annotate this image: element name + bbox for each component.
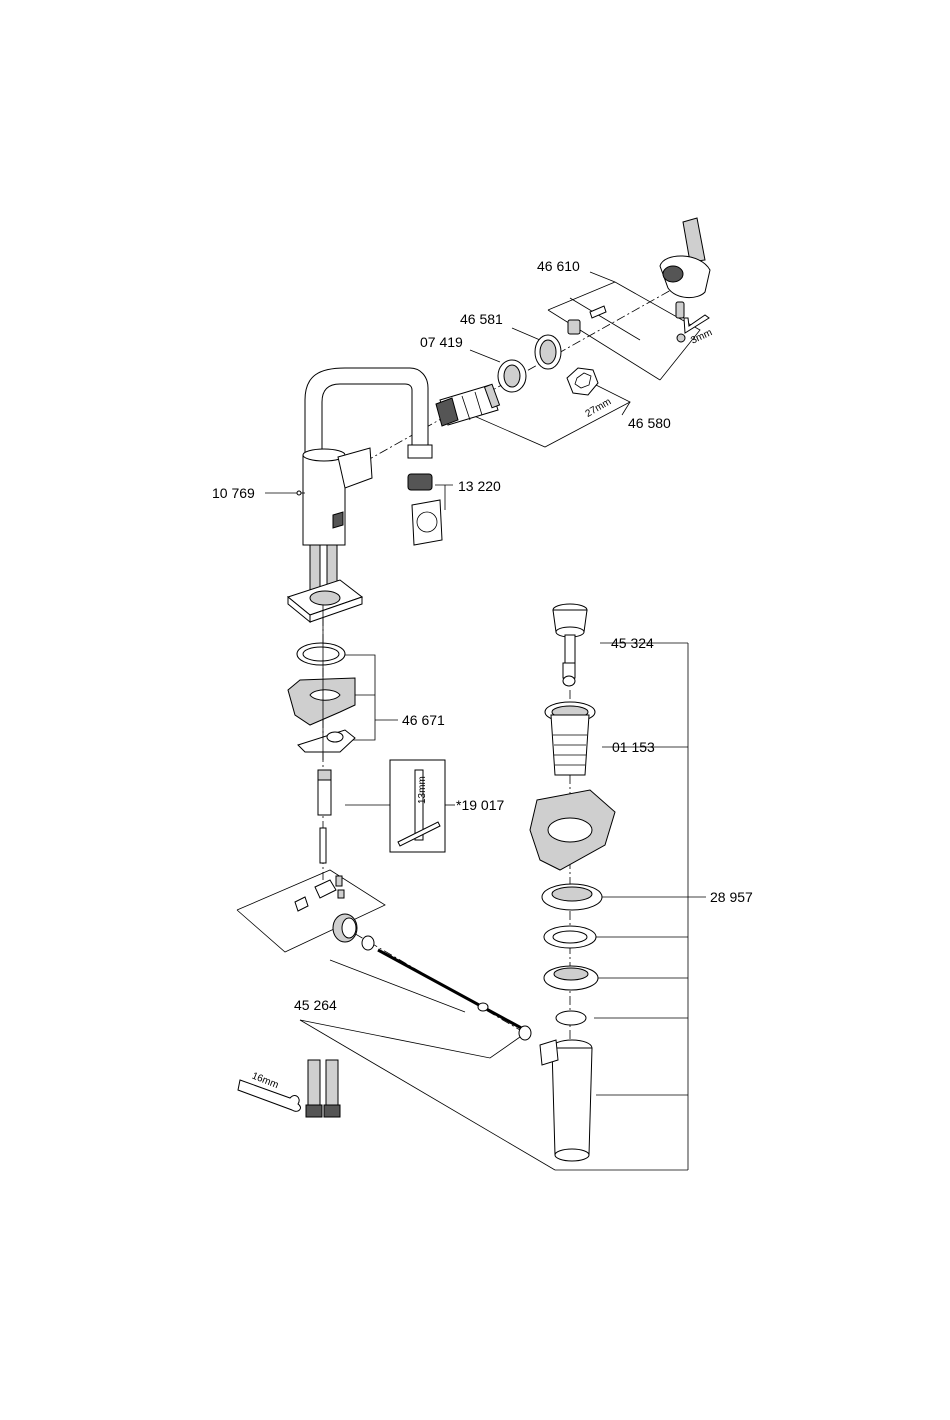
label-46580: 46 580 <box>628 415 671 431</box>
label-46581: 46 581 <box>460 311 503 327</box>
nut-07419 <box>498 360 526 392</box>
basin-section <box>530 790 615 870</box>
washers-28957 <box>542 884 602 1025</box>
nut-piece <box>333 914 357 942</box>
adapter-screw <box>568 306 606 334</box>
label-45264: 45 264 <box>294 997 337 1013</box>
assembly-axes <box>323 285 680 1040</box>
label-19017: *19 017 <box>456 797 504 813</box>
label-07419: 07 419 <box>420 334 463 350</box>
washer-small <box>362 936 374 950</box>
fixing-plate <box>298 730 355 752</box>
label-45324: 45 324 <box>611 635 654 651</box>
grub-screw <box>676 302 684 318</box>
dim-27mm: 27mm <box>584 396 614 419</box>
lever-handle <box>660 218 710 298</box>
label-13220: 13 220 <box>458 478 501 494</box>
clamp-piece <box>295 876 344 911</box>
cartridge-46580 <box>436 384 500 426</box>
horizontal-rod <box>378 950 525 1030</box>
drain-plug-45324 <box>553 604 587 686</box>
gasket-ring <box>297 643 345 665</box>
trap-tube <box>540 1040 592 1161</box>
label-10769: 10 769 <box>212 485 255 501</box>
label-46671: 46 671 <box>402 712 445 728</box>
drain-body-01153 <box>545 702 595 775</box>
socket-wrench-19017 <box>390 760 445 852</box>
dim-3mm: 3mm <box>689 327 714 346</box>
hose-ends <box>306 1060 340 1117</box>
label-01153: 01 153 <box>612 739 655 755</box>
counter-top-section <box>288 678 355 725</box>
cover-ring-46581 <box>535 335 561 369</box>
rod-seal <box>519 1026 531 1040</box>
label-46610: 46 610 <box>537 258 580 274</box>
part-labels: 46 610 46 581 07 419 46 580 10 769 13 22… <box>212 258 753 1091</box>
hex-wrench-27mm <box>567 368 598 395</box>
dim-13mm: 13mm <box>417 776 428 804</box>
base-plate <box>288 580 362 622</box>
label-28957: 28 957 <box>710 889 753 905</box>
